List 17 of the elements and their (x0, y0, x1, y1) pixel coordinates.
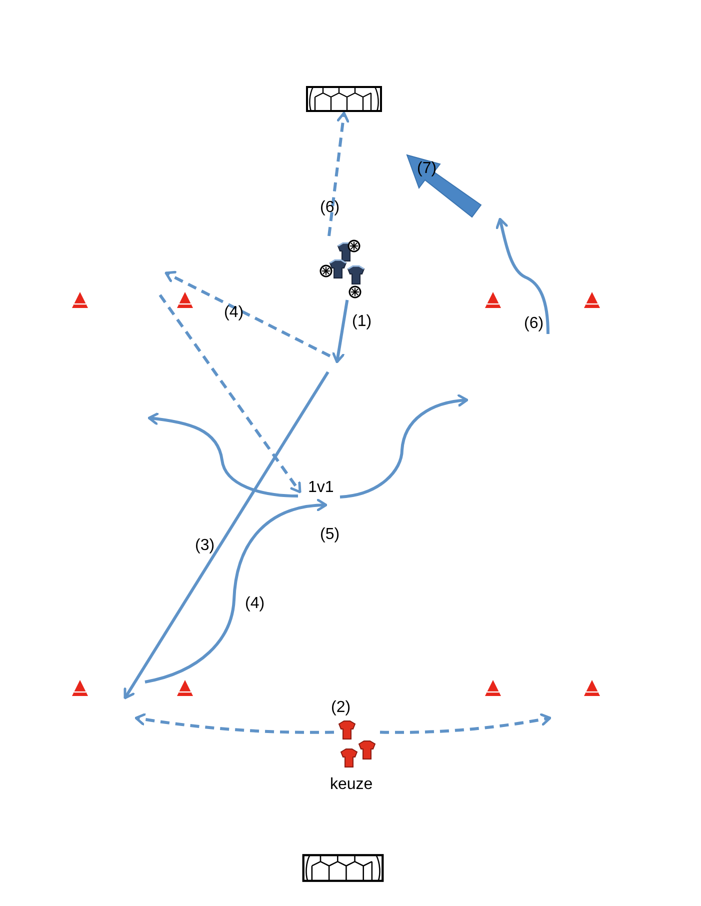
step-number: (6) (320, 199, 340, 217)
arrow (380, 713, 552, 734)
step-number: (7) (417, 160, 437, 178)
arrow (134, 713, 334, 734)
goal-drawing (305, 85, 383, 113)
arrow (328, 112, 350, 236)
step-number: (4) (245, 595, 265, 613)
text-label: 1v1 (308, 479, 334, 497)
step-number: (6) (524, 315, 544, 333)
step-number: (3) (195, 537, 215, 555)
text-label: keuze (330, 776, 373, 794)
goal-drawing (300, 853, 386, 883)
step-number: (5) (320, 526, 340, 544)
arrow (332, 300, 349, 364)
step-number: (4) (224, 304, 244, 322)
step-number: (1) (352, 313, 372, 331)
step-number: (2) (331, 699, 351, 717)
